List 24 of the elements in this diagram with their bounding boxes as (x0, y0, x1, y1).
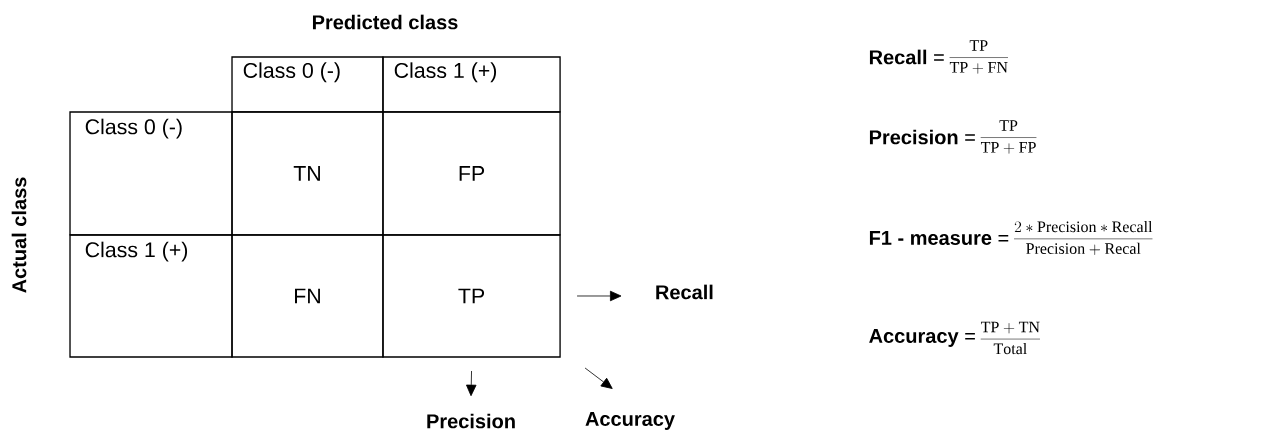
table-cell: FN (231, 234, 384, 358)
table-cell: Class 0 (-) (69, 111, 233, 236)
table-cell: TP (382, 234, 561, 358)
table-cell: Class 1 (+) (69, 234, 233, 358)
table-cell: Class 0 (-) (231, 56, 384, 113)
arrow (576, 290, 622, 302)
metric-label: Precision (427, 413, 515, 429)
arrow (584, 367, 613, 389)
formula-name: F1 - measure = (869, 231, 1009, 245)
formula-name: Recall = (869, 49, 944, 65)
metric-label: Recall (656, 284, 713, 300)
metric-label: Accuracy (585, 412, 675, 430)
arrow (466, 370, 477, 397)
formula: $\frac{\mathrm{TP}}{\mathrm{TP}+\mathrm{FN}}$ (949, 40, 1008, 74)
formula: $\frac{\mathrm{TP}}{\mathrm{TP}+\mathrm{FP}}$ (980, 120, 1037, 154)
table-cell: Class 1 (+) (382, 56, 561, 113)
formula-name: Precision = (869, 129, 975, 145)
table-cell: FP (382, 111, 561, 236)
formula-name: Accuracy = (869, 329, 975, 347)
formula: $\frac{2*\mathrm{Precision}*\mathrm{Recall}}{\mathrm{Precision}+\mathrm{Recal}}$ (1014, 220, 1153, 256)
axis-title: Predicted class (313, 14, 458, 30)
axis-title: Actual class (11, 177, 27, 293)
table-cell: TN (231, 111, 384, 236)
formula: $\frac{\mathrm{TP}+\mathrm{TN}}{\mathrm{Total}}$ (980, 321, 1040, 355)
